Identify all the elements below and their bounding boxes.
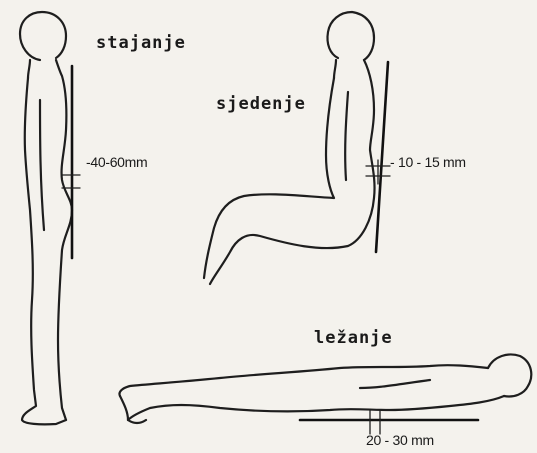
measure-standing: -40-60mm (86, 154, 147, 170)
sitting-figure (204, 12, 390, 284)
standing-arm (40, 100, 44, 230)
measure-lying: 20 - 30 mm (366, 432, 434, 448)
label-sitting: sjedenje (216, 94, 306, 114)
label-lying: ležanje (314, 328, 393, 348)
standing-neck-front (28, 60, 30, 78)
sitting-head (327, 12, 374, 60)
sitting-arm (345, 92, 348, 180)
lying-feet (120, 396, 128, 420)
measure-sitting: - 10 - 15 mm (390, 154, 466, 170)
standing-figure (20, 12, 80, 424)
sitting-backrest (376, 62, 388, 252)
standing-back-outline (56, 60, 72, 420)
lying-head (488, 355, 531, 397)
lying-top-outline (119, 365, 488, 396)
lying-gap-marker (370, 410, 380, 434)
lying-arm (360, 380, 430, 388)
lying-figure (119, 355, 531, 435)
sitting-neck-front (334, 60, 336, 78)
sitting-gap-marker (366, 160, 390, 184)
label-standing: stajanje (96, 33, 186, 53)
standing-head (20, 12, 66, 60)
